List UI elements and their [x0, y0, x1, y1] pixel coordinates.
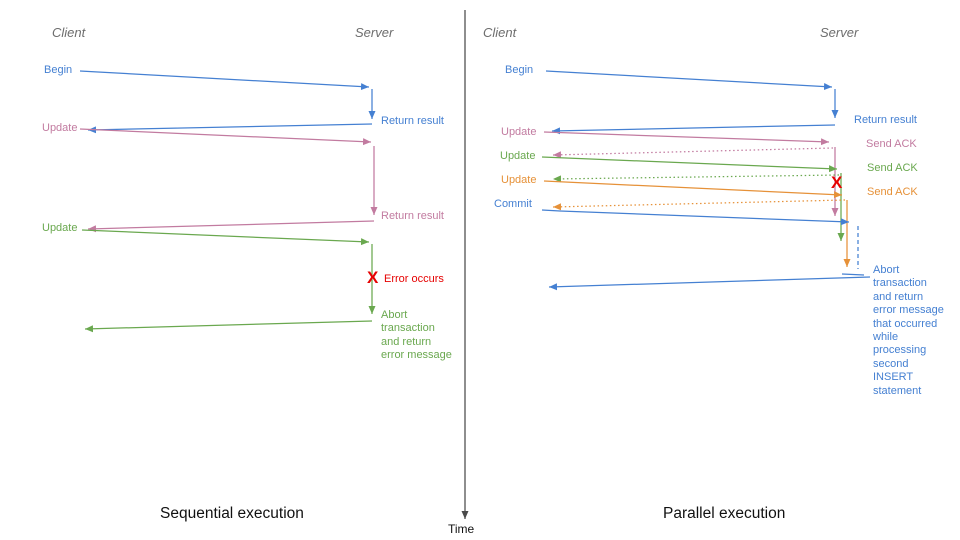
seq-return-result-arrow-1: [87, 123, 373, 134]
par-return-result-label: Return result: [854, 114, 917, 126]
par-send-ack3-arrow: [552, 199, 846, 211]
seq-update1-label: Update: [42, 122, 78, 134]
seq-client-header: Client: [52, 25, 86, 40]
par-abort-tick-line: [841, 273, 865, 276]
parallel-arrows: [541, 70, 871, 291]
par-update1-request-arrow: [543, 131, 830, 146]
seq-return-result1-label: Return result: [381, 115, 444, 127]
par-update1-label: Update: [501, 126, 537, 138]
seq-update1-request-arrow: [79, 128, 372, 146]
sequential-arrows: [79, 70, 378, 333]
seq-error-x-icon: X: [367, 268, 379, 287]
seq-caption: Sequential execution: [160, 505, 304, 522]
par-commit-request-arrow: [541, 209, 850, 226]
par-send-ack3-label: Send ACK: [867, 186, 918, 198]
seq-return-result2-label: Return result: [381, 210, 444, 222]
seq-update2-label: Update: [42, 222, 78, 234]
par-client-header: Client: [483, 25, 517, 40]
seq-begin-request-arrow: [79, 70, 370, 91]
seq-return-result-arrow-2: [87, 220, 375, 233]
par-begin-label: Begin: [505, 64, 534, 76]
par-update3-label: Update: [501, 174, 537, 186]
par-abort-label: Abort transaction and return error messa…: [873, 264, 944, 397]
par-return-result-arrow: [551, 124, 836, 135]
seq-update2-request-arrow: [81, 229, 370, 246]
par-send-ack1-label: Send ACK: [866, 138, 917, 150]
time-axis-label: Time: [448, 522, 475, 536]
seq-abort-label: Abort transaction and return error messa…: [381, 309, 452, 362]
par-begin-request-arrow: [545, 70, 833, 91]
par-commit-label: Commit: [494, 198, 532, 210]
par-caption: Parallel execution: [663, 505, 786, 522]
par-error-x-icon: X: [831, 173, 843, 192]
par-abort-return-arrow: [548, 276, 871, 291]
par-update2-label: Update: [500, 150, 536, 162]
seq-error-occurs-label: Error occurs: [384, 273, 444, 285]
seq-server-header: Server: [355, 25, 394, 40]
par-send-ack2-arrow: [552, 174, 840, 183]
par-update2-request-arrow: [541, 156, 838, 173]
par-server-header: Server: [820, 25, 859, 40]
seq-begin-label: Begin: [44, 64, 73, 76]
par-update3-request-arrow: [543, 180, 843, 199]
seq-abort-return-arrow: [84, 320, 373, 333]
par-send-ack1-arrow: [552, 147, 834, 159]
par-send-ack2-label: Send ACK: [867, 162, 918, 174]
